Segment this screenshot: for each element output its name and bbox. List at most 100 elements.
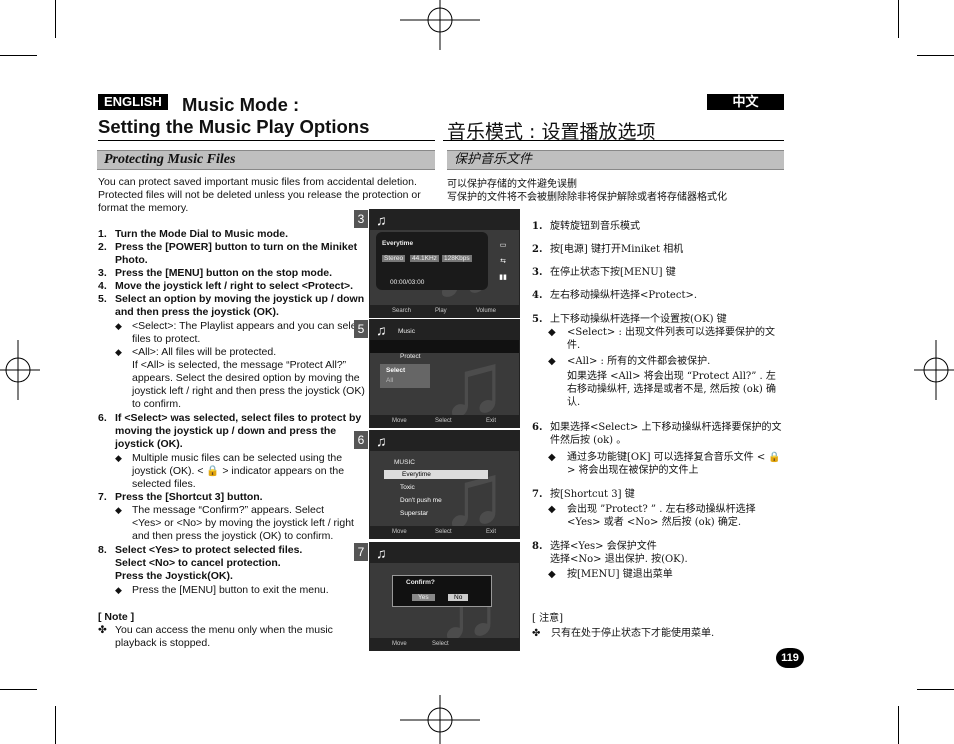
bottom-hint-select: Select (435, 418, 452, 424)
registration-mark-top (400, 0, 480, 50)
screen-bottom-bar: Move Select Exit (370, 526, 519, 538)
step-8-yes: Select <Yes> to protect selected files. (115, 544, 303, 556)
list-heading: MUSIC (394, 459, 415, 466)
step-3-text: Press the [MENU] button on the stop mode… (115, 267, 332, 279)
cn-step-8-bullet: ◆按[MENU] 键退出菜单 (548, 568, 783, 581)
cn-step-5-all-detail: 如果选择 <All> 将会出现 “Protect All?” . 左右移动操纵杆… (549, 370, 783, 409)
step-7: 7.Press the [Shortcut 3] button. (98, 491, 368, 504)
bullet-text: <All>: All files will be protected. (132, 346, 277, 358)
cn-step-7-text: 按[Shortcut 3] 键 (550, 489, 635, 500)
music-note-icon: ♫ (376, 322, 387, 338)
language-tag-chinese: 中文 (707, 94, 784, 110)
step-5: 5.Select an option by moving the joystic… (98, 293, 368, 319)
cn-step-5-bullet-all: ◆<All> : 所有的文件都会被保护. (548, 355, 783, 368)
page-title-chinese: 音乐模式 : 设置播放选项 (447, 121, 656, 143)
title-rule-right (443, 140, 784, 141)
screen-7-number: 7 (354, 543, 368, 561)
screen-3-playback: ♫ ♫ Everytime Stereo 44.1KHz 128Kbps 00:… (369, 209, 520, 318)
step-1: 1.Turn the Mode Dial to Music mode. (98, 228, 368, 241)
step-7-text: Press the [Shortcut 3] button. (115, 491, 263, 503)
screen-topbar (370, 320, 519, 340)
bottom-hint-move: Move (392, 529, 407, 535)
page-title-line2: Setting the Music Play Options (98, 116, 370, 137)
music-note-watermark: ♫ (440, 446, 508, 539)
menu-tab-bar (370, 340, 519, 353)
cn-step-3: 3.在停止状态下按[MENU] 键 (532, 266, 784, 279)
screen-3-number: 3 (354, 210, 368, 228)
bottom-hint-exit: Exit (486, 529, 497, 535)
step-5-text: Select an option by moving the joystick … (115, 293, 365, 318)
bottom-hint-search: Search (392, 308, 412, 314)
screen-5-number: 5 (354, 320, 368, 338)
registration-mark-right (914, 340, 954, 400)
confirm-no: No (448, 594, 469, 601)
cn-step-8-yes: 选择<Yes> 会保护文件 (550, 541, 657, 552)
music-note-watermark: ♫ (440, 335, 508, 428)
music-note-icon: ♫ (376, 212, 387, 228)
bullet-text: 会出现 ”Protect? ” . 左右移动操纵杆选择 <Yes> 或者 <No… (567, 504, 756, 528)
option-all: All (386, 377, 394, 384)
bullet-text: 通过多功能键[OK] 可以选择复合音乐文件 < 🔒 > 将会出现在被保护的文件上 (567, 452, 781, 476)
step-3: 3.Press the [MENU] button on the stop mo… (98, 267, 368, 280)
music-note-icon: ♫ (376, 545, 387, 561)
note-body-chinese: 只有在处于停止状态下才能使用菜单. (551, 628, 715, 639)
file-row-1: Everytime (384, 470, 488, 479)
screen-7-confirm: ♫ ♫ Confirm? Yes No Move Select (369, 542, 520, 651)
file-row-2: Toxic (400, 484, 415, 491)
screen-bottom-bar: Move Select (370, 638, 519, 650)
cn-step-4-text: 左右移动操纵杆选择<Protect>. (550, 290, 698, 301)
menu-heading: Music (398, 328, 415, 335)
page-number: 119 (776, 648, 804, 668)
cn-step-2: 2.按[电源] 键打开Miniket 相机 (532, 243, 784, 256)
bullet-text: Multiple music files can be selected usi… (132, 452, 345, 490)
side-icons: ▭⇆▮▮ (499, 242, 507, 281)
registration-mark-left (0, 340, 40, 400)
step-5-bullet-all: ◆<All>: All files will be protected. (115, 346, 368, 359)
screen-6-number: 6 (354, 431, 368, 449)
cn-step-6-text: 如果选择<Select> 上下移动操纵杆选择要保护的文件然后按 (ok) 。 (550, 422, 782, 446)
intro-chinese-1: 可以保护存储的文件避免误删 (447, 179, 577, 190)
step-1-text: Turn the Mode Dial to Music mode. (115, 228, 289, 240)
protect-submenu-label: Protect (400, 353, 421, 360)
option-panel (380, 364, 430, 388)
music-note-icon: ♫ (376, 433, 387, 449)
note-heading-chinese: [ 注意] (532, 613, 563, 624)
note-heading-english: [ Note ] (98, 611, 135, 623)
screen-topbar (370, 210, 519, 230)
bullet-text: <All> : 所有的文件都会被保护. (567, 356, 711, 367)
confirm-dialog (392, 575, 492, 607)
cn-step-5-bullet-select: ◆<Select> : 出现文件列表可以选择要保护的文件. (548, 326, 783, 352)
screen-bottom-bar: Move Select Exit (370, 415, 519, 427)
option-select: Select (386, 367, 406, 374)
step-5-bullet-select: ◆<Select>: The Playlist appears and you … (115, 320, 368, 346)
section-header-chinese: 保护音乐文件 (447, 150, 784, 170)
cn-step-5: 5.上下移动操纵杆选择一个设置按(OK) 键 (532, 313, 784, 326)
track-title: Everytime (382, 240, 414, 247)
bullet-text: <Select> : 出现文件列表可以选择要保护的文件. (567, 327, 775, 351)
step-4-text: Move the joystick left / right to select… (115, 280, 354, 292)
screen-topbar (370, 543, 519, 563)
bottom-hint-exit: Exit (486, 418, 497, 424)
bottom-hint-select: Select (435, 529, 452, 535)
confirm-yes: Yes (412, 594, 435, 601)
step-6-text: If <Select> was selected, select files t… (115, 412, 362, 450)
cn-step-6-bullet: ◆通过多功能键[OK] 可以选择复合音乐文件 < 🔒 > 将会出现在被保护的文件… (548, 451, 783, 477)
bullet-text: If <All> is selected, the message “Prote… (132, 359, 365, 410)
time-counter: 00:00/03:00 (390, 279, 425, 286)
file-row-3: Don't push me (400, 497, 442, 504)
step-6-bullet: ◆Multiple music files can be selected us… (115, 452, 351, 491)
language-tag-english: ENGLISH (98, 94, 168, 110)
stereo-label: Stereo (382, 255, 406, 262)
cn-step-8-no: 选择<No> 退出保护. 按(OK). (550, 554, 688, 565)
section-title-chinese: 保护音乐文件 (454, 152, 533, 167)
cn-step-7: 7.按[Shortcut 3] 键 (532, 488, 784, 501)
note-symbol: ✤ (98, 624, 107, 636)
cn-step-5-text: 上下移动操纵杆选择一个设置按(OK) 键 (550, 314, 727, 325)
step-8-no: Select <No> to cancel protection. (115, 557, 281, 569)
screen-topbar (370, 431, 519, 451)
step-2-text: Press the [POWER] button to turn on the … (115, 241, 358, 266)
screen-6-file-list: ♫ ♫ MUSIC Everytime Toxic Don't push me … (369, 430, 520, 539)
title-rule-left (98, 140, 435, 141)
cn-step-4: 4.左右移动操纵杆选择<Protect>. (532, 289, 784, 302)
cn-step-7-bullet: ◆会出现 ”Protect? ” . 左右移动操纵杆选择 <Yes> 或者 <N… (548, 503, 783, 529)
